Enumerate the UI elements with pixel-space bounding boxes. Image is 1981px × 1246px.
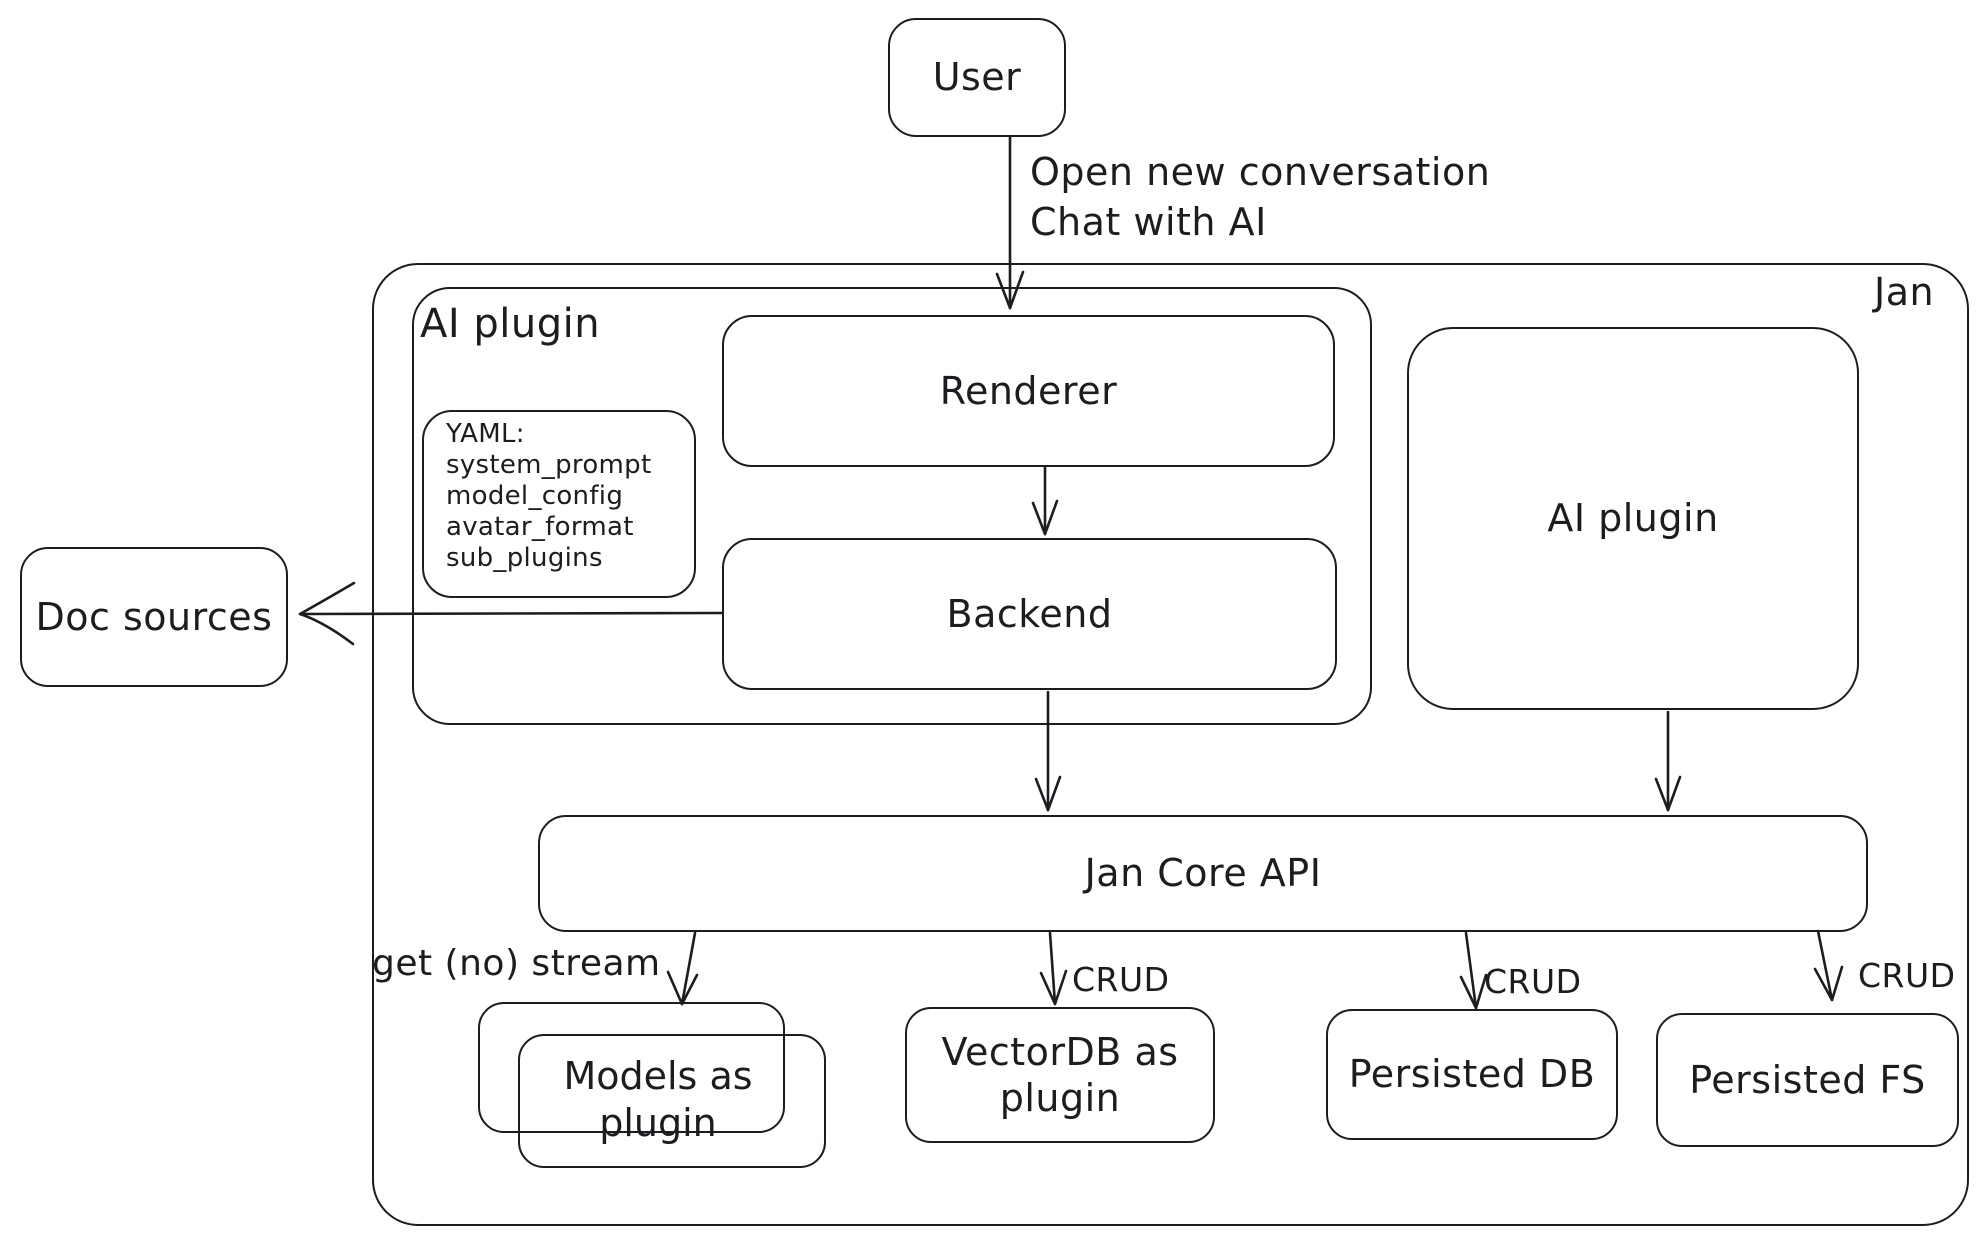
user-flow-label-line1: Open new conversation [1030,150,1491,194]
persisted-fs-label: Persisted FS [1689,1057,1926,1102]
persisted-db-node: Persisted DB [1326,1009,1618,1140]
doc-sources-node: Doc sources [20,547,288,687]
yaml-note [422,410,696,598]
yaml-line: YAML: [446,419,525,449]
renderer-node: Renderer [722,315,1335,467]
ai-plugin-group [412,287,1372,725]
ai-plugin-group-label: AI plugin [420,301,601,347]
models-plugin-node-back [478,1002,785,1133]
stream-edge-label: get (no) stream [372,943,661,984]
jan-container [372,263,1969,1226]
jan-container-label: Jan [1874,270,1935,314]
jan-core-api-node: Jan Core API [538,815,1868,932]
backend-node: Backend [722,538,1337,690]
yaml-line: sub_plugins [446,543,603,573]
ai-plugin-right-node-label: AI plugin [1547,496,1719,541]
crud-vectordb-label: CRUD [1072,960,1170,999]
user-node: User [888,18,1066,137]
yaml-line: system_prompt [446,450,652,480]
vectordb-plugin-label: VectorDB as plugin [941,1029,1179,1120]
yaml-line: avatar_format [446,512,634,542]
models-plugin-label: Models as plugin [563,1053,753,1146]
backend-node-label: Backend [946,591,1113,636]
renderer-node-label: Renderer [939,368,1118,413]
yaml-line: model_config [446,481,624,511]
yaml-note-text: YAML: system_prompt model_config avatar_… [446,419,651,574]
ai-plugin-right-node: AI plugin [1407,327,1859,710]
crud-db-label: CRUD [1484,962,1582,1001]
models-plugin-node-front [518,1034,826,1168]
doc-sources-node-label: Doc sources [35,594,273,639]
persisted-fs-node: Persisted FS [1656,1013,1959,1147]
jan-core-api-node-label: Jan Core API [1084,851,1322,896]
persisted-db-label: Persisted DB [1348,1052,1596,1097]
crud-fs-label: CRUD [1858,956,1956,995]
user-flow-label-line2: Chat with AI [1030,200,1267,244]
user-node-label: User [932,55,1022,100]
vectordb-plugin-node: VectorDB as plugin [905,1007,1215,1143]
